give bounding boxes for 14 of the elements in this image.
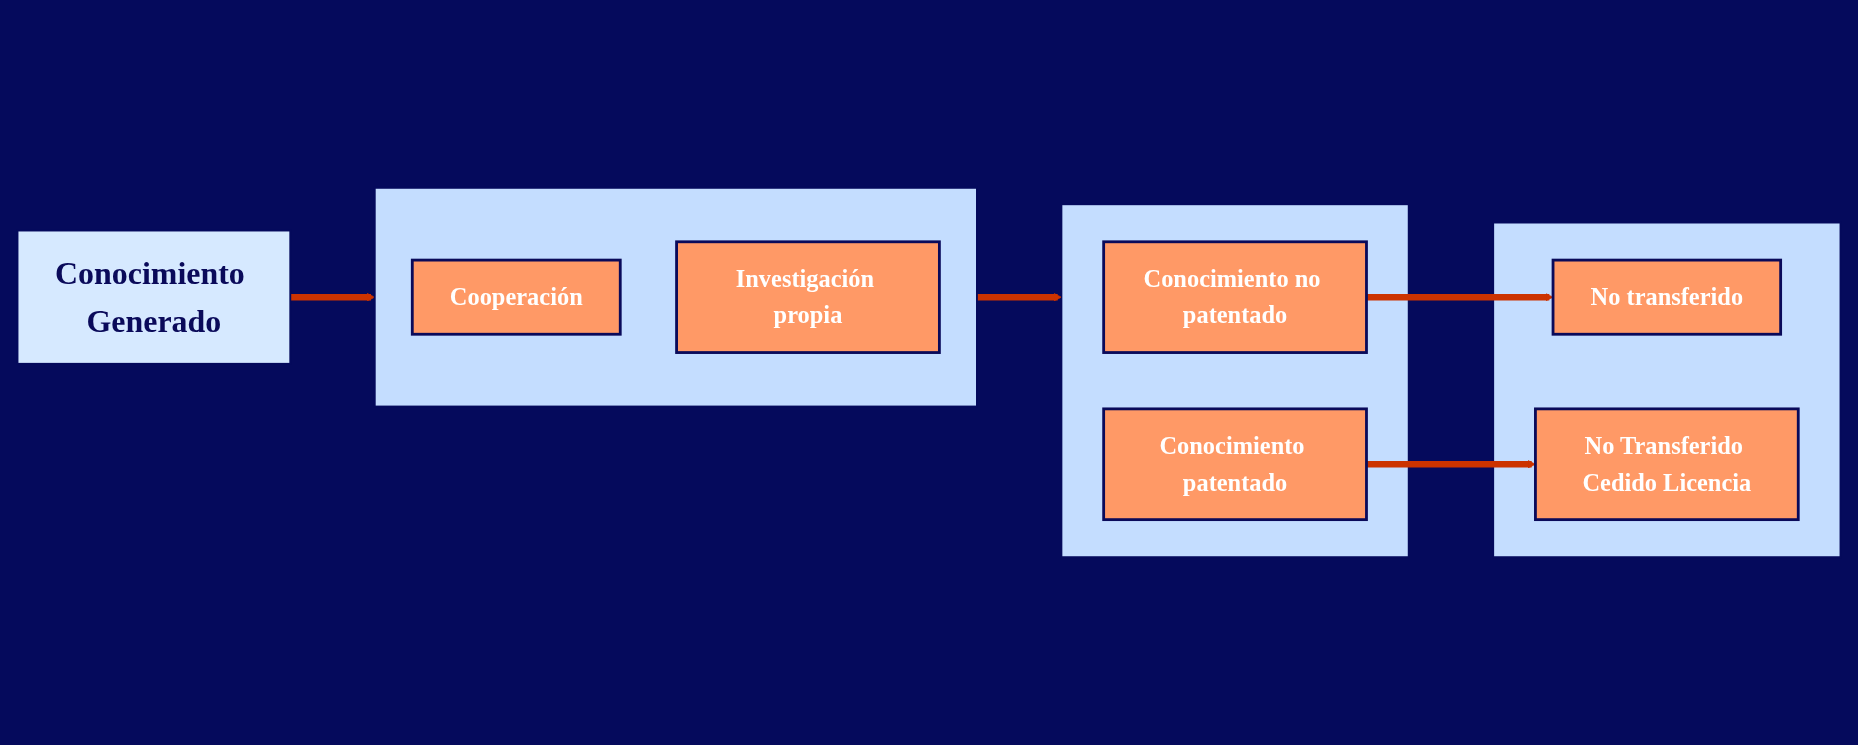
arrow <box>976 293 1062 302</box>
node-box: Conocimiento Generado <box>16 229 292 365</box>
node-box: No transferido <box>1551 258 1783 336</box>
arrow <box>1366 460 1536 469</box>
node-box: No Transferido Cedido Licencia <box>1534 407 1800 522</box>
arrow <box>290 293 376 302</box>
arrow <box>1366 293 1554 302</box>
node-box: Cooperación <box>410 258 622 336</box>
node-box: Investigación propia <box>675 240 941 354</box>
cluster <box>1060 203 1410 559</box>
cluster <box>373 186 978 408</box>
cluster <box>1492 221 1842 559</box>
node-box: Conocimiento patentado <box>1102 407 1368 522</box>
node-box: Conocimiento no patentado <box>1102 240 1368 354</box>
